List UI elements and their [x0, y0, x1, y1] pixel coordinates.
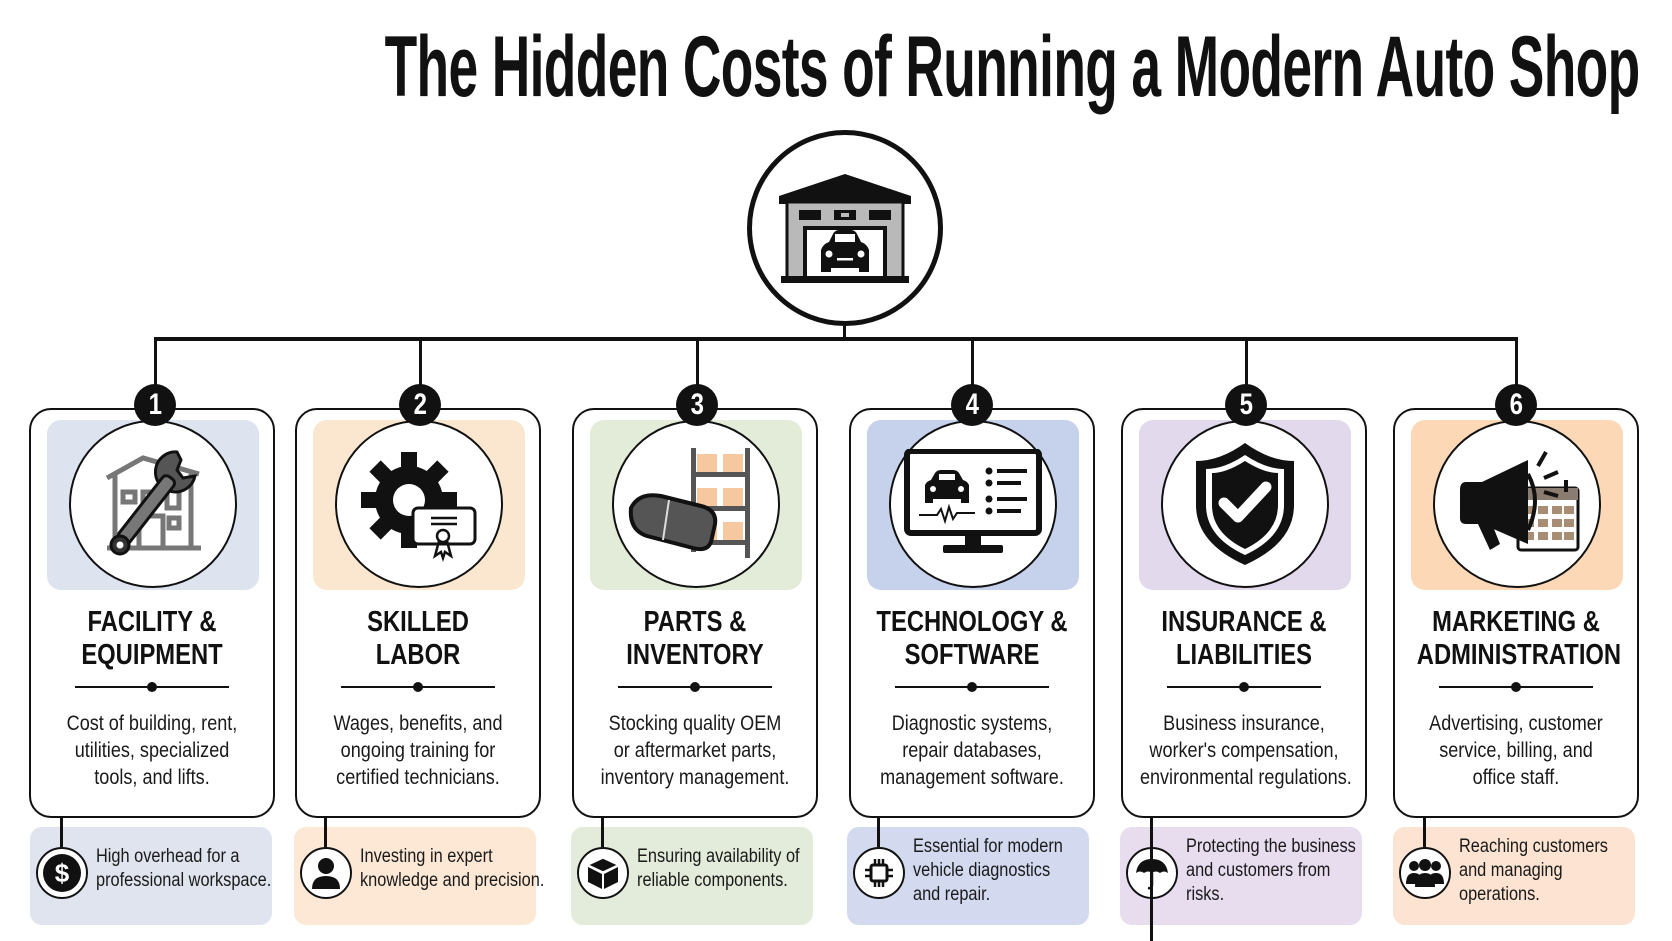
footer-icon-circle [577, 847, 629, 899]
footer-note-insurance: Protecting the business and customers fr… [1120, 827, 1362, 925]
category-description: Business insurance, worker's compensatio… [1139, 712, 1352, 789]
chip-icon [865, 859, 893, 887]
category-card-parts-inventory: PARTS & INVENTORY Stocking quality OEM o… [572, 408, 818, 818]
category-card-technology-software: TECHNOLOGY & SOFTWARE Diagnostic systems… [849, 408, 1095, 818]
group-icon [1406, 859, 1444, 887]
divider [618, 682, 772, 692]
person-icon [312, 858, 340, 889]
footer-connector-1 [31, 794, 61, 820]
branch-drop-5 [1245, 338, 1248, 388]
number-badge-2: 2 [399, 384, 441, 426]
dollar-icon: $ [43, 854, 81, 892]
category-description: Advertising, customer service, billing, … [1429, 712, 1603, 789]
footer-text: Investing in expert knowledge and precis… [360, 846, 545, 891]
divider [341, 682, 495, 692]
divider [1167, 682, 1321, 692]
category-description: Diagnostic systems, repair databases, ma… [880, 712, 1064, 789]
icon-disc [1433, 420, 1601, 588]
megaphone-calendar-icon [1460, 451, 1580, 552]
footer-icon-circle [1399, 847, 1451, 899]
category-description: Cost of building, rent, utilities, speci… [66, 712, 238, 789]
branch-drop-3 [696, 338, 699, 388]
hub-circle [747, 130, 943, 326]
footer-note-labor: Investing in expert knowledge and precis… [294, 827, 545, 925]
icon-disc [1161, 420, 1329, 588]
icon-panel [313, 420, 525, 590]
icon-disc [335, 420, 503, 588]
category-description: Wages, benefits, and ongoing training fo… [333, 712, 503, 789]
icon-panel [47, 420, 259, 590]
icon-panel [867, 420, 1079, 590]
icon-panel [1411, 420, 1623, 590]
footer-text: High overhead for a professional workspa… [96, 846, 272, 891]
category-heading: TECHNOLOGY & SOFTWARE [876, 606, 1068, 671]
divider [75, 682, 229, 692]
footer-text: Essential for modern vehicle diagnostics… [913, 836, 1063, 905]
box-icon [586, 857, 620, 889]
footer-text: Reaching customers and managing operatio… [1459, 836, 1608, 905]
hub-stem [843, 326, 846, 340]
category-heading: SKILLED LABOR [367, 606, 469, 671]
footer-connector-3 [601, 818, 604, 847]
icon-disc [889, 420, 1057, 588]
page-title: The Hidden Costs of Running a Modern Aut… [384, 19, 1641, 115]
number-badge-1: 1 [134, 384, 176, 426]
garage-with-car-icon [779, 174, 911, 283]
branch-drop-2 [419, 338, 422, 388]
category-heading: MARKETING & ADMINISTRATION [1416, 606, 1622, 671]
number-badge-4: 4 [951, 384, 993, 426]
divider [1439, 682, 1593, 692]
category-card-facility-equipment: FACILITY & EQUIPMENT Cost of building, r… [29, 408, 275, 818]
brake-pad-shelf-icon [628, 448, 750, 558]
category-heading: PARTS & INVENTORY [626, 606, 764, 671]
footer-note-parts: Ensuring availability of reliable compon… [571, 827, 813, 925]
icon-disc [69, 420, 237, 588]
category-card-skilled-labor: SKILLED LABOR Wages, benefits, and ongoi… [295, 408, 541, 818]
footer-note-technology: Essential for modern vehicle diagnostics… [847, 827, 1089, 925]
footer-note-marketing: Reaching customers and managing operatio… [1393, 827, 1635, 925]
category-description: Stocking quality OEM or aftermarket part… [600, 712, 790, 789]
number-badge-5: 5 [1225, 384, 1267, 426]
footer-note-facility: $ High overhead for a professional works… [30, 827, 272, 925]
number-badge-6: 6 [1495, 384, 1537, 426]
svg-text:$: $ [55, 858, 70, 888]
branch-drop-4 [971, 338, 974, 388]
gear-certificate-icon [361, 452, 477, 562]
icon-disc [612, 420, 780, 588]
icon-panel [1139, 420, 1351, 590]
category-card-marketing-administration: MARKETING & ADMINISTRATION Advertising, … [1393, 408, 1639, 818]
footer-connector-5 [1150, 818, 1153, 941]
category-heading: FACILITY & EQUIPMENT [81, 606, 223, 671]
category-card-insurance-liabilities: INSURANCE & LIABILITIES Business insuran… [1121, 408, 1367, 818]
icon-panel [590, 420, 802, 590]
footer-text: Ensuring availability of reliable compon… [637, 846, 800, 891]
branch-drop-6 [1515, 338, 1518, 388]
footer-connector-2 [324, 818, 327, 847]
footer-icon-circle [300, 847, 352, 899]
footer-text: Protecting the business and customers fr… [1186, 836, 1356, 905]
footer-icon-circle [853, 847, 905, 899]
shield-check-icon [1196, 443, 1294, 565]
category-heading: INSURANCE & LIABILITIES [1161, 606, 1327, 671]
footer-connector-1 [60, 818, 63, 847]
branch-bar [154, 337, 1518, 341]
wrench-building-icon [105, 450, 201, 556]
footer-connector-4 [877, 818, 880, 847]
footer-connector-6 [1423, 818, 1426, 847]
number-badge-3: 3 [676, 384, 718, 426]
divider [895, 682, 1049, 692]
branch-drop-1 [154, 338, 157, 388]
footer-icon-circle: $ [36, 847, 88, 899]
monitor-diagnostics-icon [904, 449, 1042, 553]
